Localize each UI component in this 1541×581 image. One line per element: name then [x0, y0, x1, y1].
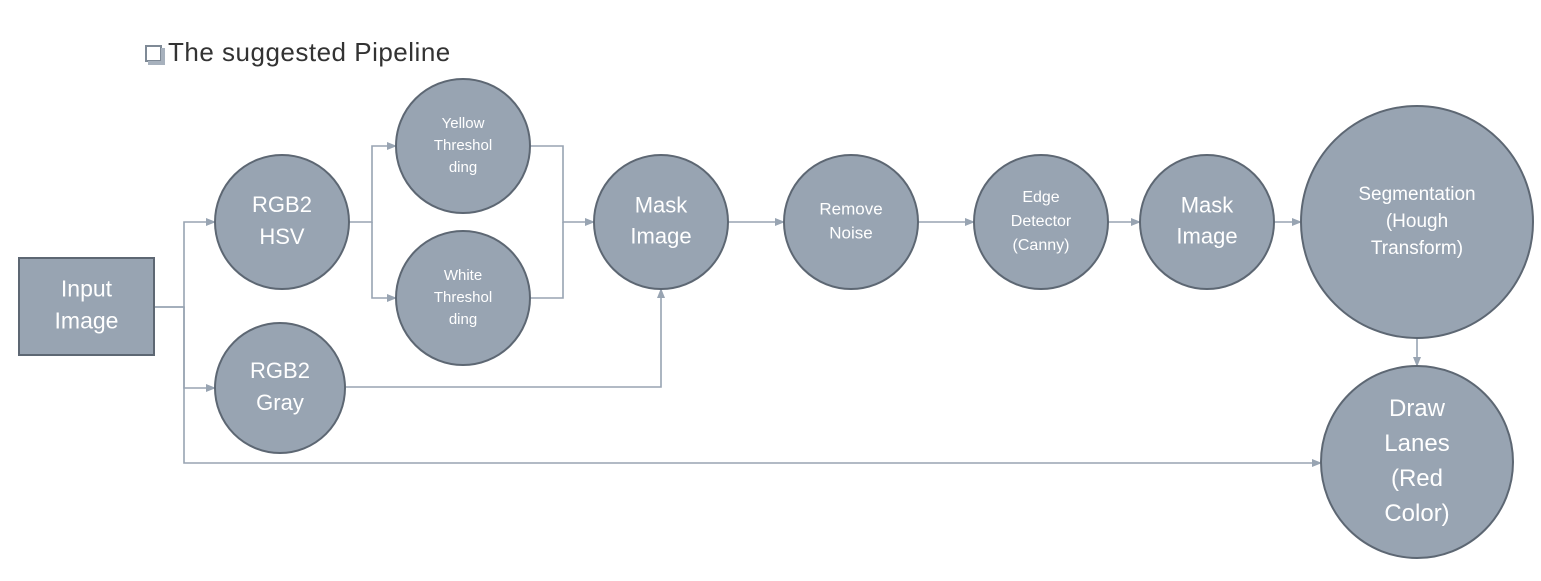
- node-shape-remove-noise: [783, 154, 919, 290]
- node-group: InputImageRGB2HSVRGB2GrayYellowThreshold…: [18, 78, 1534, 559]
- node-label-mask-image-1: Image: [630, 223, 691, 248]
- connector-rgb2hsv-to-yellow-thresholding: [349, 142, 397, 223]
- node-label-draw-lanes: (Red: [1391, 465, 1443, 492]
- node-label-rgb2hsv: RGB2: [252, 192, 312, 217]
- node-label-edge-detector: (Canny): [1013, 237, 1070, 254]
- checkbox-bullet-icon: [145, 44, 165, 65]
- node-label-edge-detector: Edge: [1022, 189, 1059, 206]
- node-label-segmentation: Segmentation: [1358, 184, 1475, 205]
- node-label-yellow-thresholding: ding: [449, 159, 477, 176]
- pipeline-heading: The suggested Pipeline: [145, 32, 451, 72]
- node-shape-white-thresholding: [395, 230, 531, 366]
- node-label-segmentation: (Hough: [1386, 211, 1448, 232]
- connector-group: [154, 142, 1421, 467]
- connector-white-thresholding-to-mask-image-1: [530, 222, 564, 299]
- node-label-white-thresholding: Threshol: [434, 289, 492, 306]
- node-label-draw-lanes: Lanes: [1384, 430, 1449, 457]
- connector-rgb2gray-to-mask-image-1: [345, 288, 665, 388]
- node-shape-edge-detector: [973, 154, 1109, 290]
- node-label-white-thresholding: White: [444, 267, 482, 284]
- node-shape-yellow-thresholding: [395, 78, 531, 214]
- node-label-remove-noise: Noise: [829, 223, 872, 242]
- connector-input-image-to-rgb2hsv: [154, 218, 216, 308]
- node-label-draw-lanes: Draw: [1389, 395, 1446, 422]
- connector-rgb2hsv-to-white-thresholding: [371, 222, 397, 302]
- node-label-input-image: Input: [61, 276, 113, 302]
- node-shape-input-image: [18, 257, 155, 356]
- node-shape-mask-image-2: [1139, 154, 1275, 290]
- node-shape-draw-lanes: [1320, 365, 1514, 559]
- node-label-segmentation: Transform): [1371, 238, 1463, 259]
- node-label-yellow-thresholding: Yellow: [442, 115, 485, 132]
- node-label-rgb2gray: RGB2: [250, 358, 310, 383]
- node-label-remove-noise: Remove: [819, 199, 882, 218]
- node-label-mask-image-2: Image: [1176, 223, 1237, 248]
- pipeline-title: The suggested Pipeline: [168, 36, 451, 67]
- node-label-rgb2hsv: HSV: [259, 224, 305, 249]
- node-shape-rgb2hsv: [214, 154, 350, 290]
- node-label-mask-image-1: Mask: [635, 192, 689, 217]
- node-label-white-thresholding: ding: [449, 311, 477, 328]
- node-label-rgb2gray: Gray: [256, 390, 304, 415]
- node-shape-segmentation: [1300, 105, 1534, 339]
- node-label-draw-lanes: Color): [1384, 500, 1449, 527]
- node-label-edge-detector: Detector: [1011, 213, 1072, 230]
- connector-input-image-to-draw-lanes: [183, 307, 1322, 467]
- node-label-mask-image-2: Mask: [1181, 192, 1235, 217]
- node-shape-rgb2gray: [214, 322, 346, 454]
- node-label-yellow-thresholding: Threshol: [434, 137, 492, 154]
- node-label-input-image: Image: [55, 308, 119, 334]
- node-shape-mask-image-1: [593, 154, 729, 290]
- connector-yellow-thresholding-to-mask-image-1: [530, 145, 595, 226]
